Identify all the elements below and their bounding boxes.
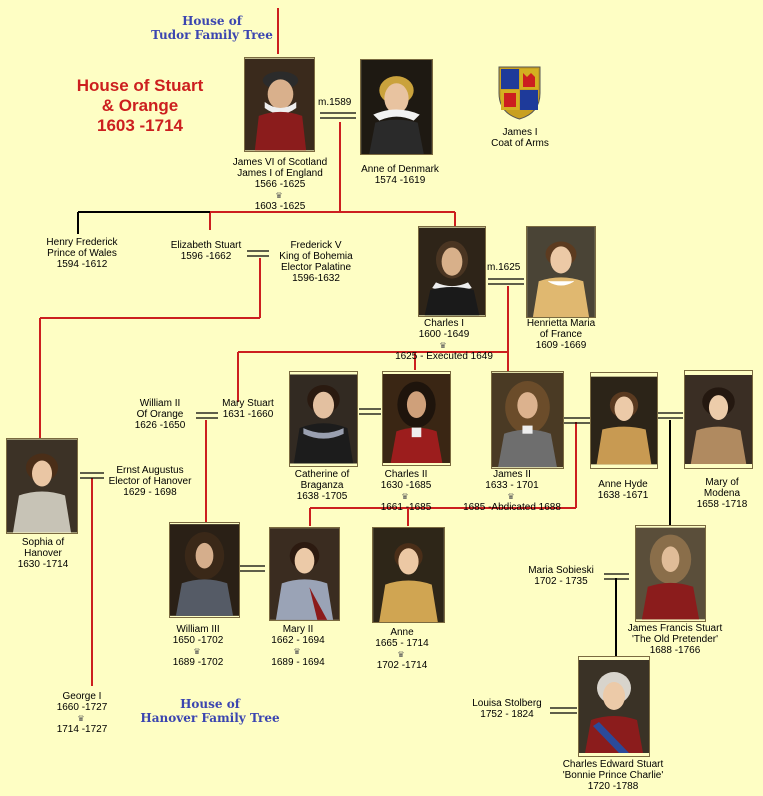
label-catherine-of-braganza: Catherine of Braganza 1638 -1705 [294,469,350,502]
label-anne: Anne 1665 - 1714 ♛1702 -1714 [360,627,444,671]
portrait-anne [372,527,445,623]
marriage-label-1589: m.1589 [318,97,352,108]
tudor-family-tree-link[interactable]: House of Tudor Family Tree [151,14,273,42]
portrait-james-vi [244,57,315,152]
crown-icon: ♛ [507,492,515,501]
crown-icon: ♛ [193,647,201,656]
label-frederick-v: Frederick V King of Bohemia Elector Pala… [279,240,353,284]
label-mary-ii: Mary II 1662 - 1694 ♛1689 - 1694 [256,624,340,668]
portrait-mary-ii [269,527,340,621]
marriage-label-1625: m.1625 [487,262,521,273]
portrait-catherine-of-braganza [289,371,358,467]
label-james-ii: James II 1633 - 1701 ♛1685 -Abdicated 16… [452,469,572,513]
label-james-francis-stuart: James Francis Stuart 'The Old Pretender'… [627,623,723,656]
crown-icon: ♛ [439,341,447,350]
crown-icon: ♛ [275,191,283,200]
portrait-james-ii [491,371,564,469]
crown-icon: ♛ [77,714,85,723]
label-henry-frederick: Henry Frederick Prince of Wales 1594 -16… [46,237,118,270]
label-charles-ii: Charles II 1630 -1685 ♛1661 -1685 [366,469,446,513]
portrait-charles-i [418,226,486,317]
label-william-iii: William III 1650 -1702 ♛1689 -1702 [156,624,240,668]
crown-icon: ♛ [401,492,409,501]
label-henrietta-maria: Henrietta Maria of France 1609 -1669 [526,318,596,351]
label-anne-hyde: Anne Hyde 1638 -1671 [597,479,649,501]
label-george-i: George I 1660 -1727 ♛1714 -1727 [40,691,124,735]
hanover-family-tree-link[interactable]: House of Hanover Family Tree [140,697,280,725]
portrait-charles-ii [382,371,451,466]
label-louisa-stolberg: Louisa Stolberg 1752 - 1824 [472,698,542,720]
label-charles-i: Charles I 1600 -1649 ♛1625 - Executed 16… [380,318,508,362]
coat-of-arms-icon [497,65,542,120]
label-charles-edward-stuart: Charles Edward Stuart 'Bonnie Prince Cha… [562,759,664,792]
portrait-mary-of-modena [684,370,753,469]
portrait-william-iii [169,522,240,618]
label-ernst-augustus: Ernst Augustus Elector of Hanover 1629 -… [108,465,192,498]
crown-icon: ♛ [293,647,301,656]
portrait-james-francis-stuart [635,525,706,622]
portrait-anne-hyde [590,372,658,469]
page-title: House of Stuart & Orange 1603 -1714 [76,76,204,135]
label-maria-sobieski: Maria Sobieski 1702 - 1735 [528,565,594,587]
label-james-vi: James VI of Scotland James I of England … [210,157,350,212]
portrait-henrietta-maria [526,226,596,318]
crown-icon: ♛ [397,650,405,659]
label-elizabeth-stuart: Elizabeth Stuart 1596 -1662 [170,240,242,262]
label-mary-of-modena: Mary of Modena 1658 -1718 [696,477,748,510]
label-sophia-of-hanover: Sophia of Hanover 1630 -1714 [17,537,69,570]
portrait-sophia-of-hanover [6,438,78,534]
portrait-anne-of-denmark [360,59,433,155]
label-mary-stuart: Mary Stuart 1631 -1660 [222,398,274,420]
label-anne-of-denmark: Anne of Denmark 1574 -1619 [361,164,439,186]
coat-of-arms-caption: James I Coat of Arms [491,127,549,149]
portrait-charles-edward-stuart [578,656,650,757]
label-william-ii: William II Of Orange 1626 -1650 [134,398,186,431]
